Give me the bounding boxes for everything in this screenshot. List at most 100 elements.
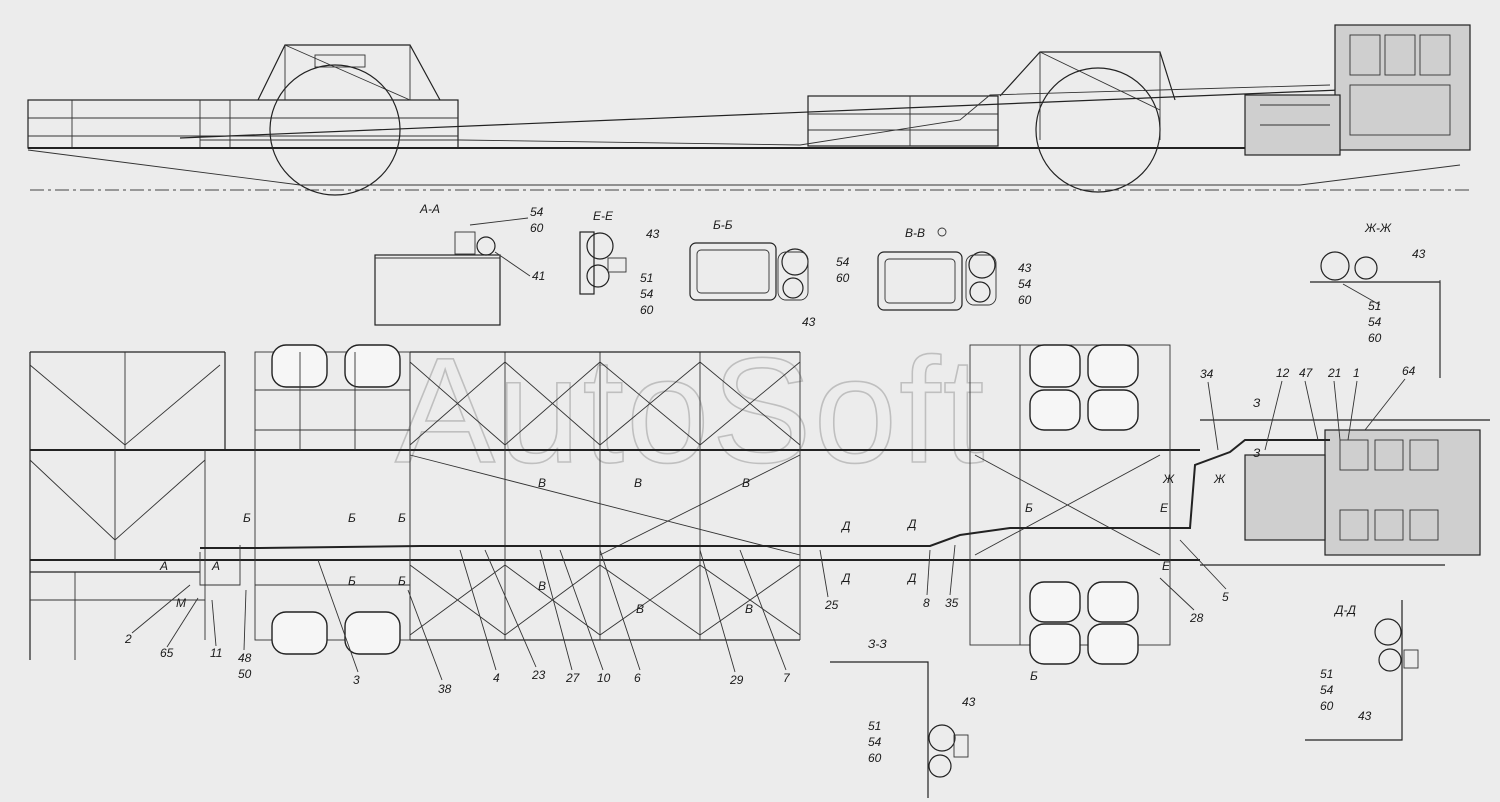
cut-mark-label: Д xyxy=(840,519,851,533)
section-zz-title: З-З xyxy=(868,637,887,651)
label: 60 xyxy=(1320,699,1334,713)
cut-mark-label: Е xyxy=(1160,501,1169,515)
cut-mark-label: Б xyxy=(398,511,406,525)
cut-mark-label: В xyxy=(636,602,644,616)
section-zz: З-З 51 54 60 43 xyxy=(830,637,976,798)
label: 54 xyxy=(868,735,882,749)
label: 43 xyxy=(962,695,976,709)
callout-label: 1 xyxy=(1353,366,1360,380)
rear-frame xyxy=(807,95,999,147)
section-bb-title: Б-Б xyxy=(713,218,733,232)
callout-label: 50 xyxy=(238,667,252,681)
label: 60 xyxy=(640,303,654,317)
callouts: 2 65 11 48 50 3 38 4 23 27 10 6 29 7 25 … xyxy=(124,364,1416,696)
section-vv-title: В-В xyxy=(905,226,925,240)
section-dd: Д-Д 51 54 60 43 xyxy=(1305,600,1419,741)
cut-mark-label: А xyxy=(211,559,220,573)
label: 43 xyxy=(802,315,816,329)
cut-mark-label: А xyxy=(159,559,168,573)
label: 54 xyxy=(1018,277,1032,291)
callout-label: 25 xyxy=(824,598,839,612)
callout-label: 4 xyxy=(493,671,500,685)
callout-label: 7 xyxy=(783,671,791,685)
cut-mark-label: Д xyxy=(906,571,917,585)
cut-mark-label: В xyxy=(538,476,546,490)
callout-label: 27 xyxy=(565,671,581,685)
rear-wheel xyxy=(1035,67,1161,193)
label: 43 xyxy=(1412,247,1426,261)
cut-mark-label: Б xyxy=(1025,501,1033,515)
label: 54 xyxy=(530,205,544,219)
callout-label: 8 xyxy=(923,596,930,610)
cut-mark-label: Б xyxy=(243,511,251,525)
callout-label: 2 xyxy=(124,632,132,646)
callout-label: 21 xyxy=(1327,366,1341,380)
cut-mark-label: Ж xyxy=(1213,472,1226,486)
cut-mark-label: З xyxy=(1253,446,1261,460)
label: 43 xyxy=(1018,261,1032,275)
cut-mark-label: Е xyxy=(1162,559,1171,573)
callout-label: 29 xyxy=(729,673,744,687)
section-ee: Е-Е 43 51 54 60 xyxy=(579,209,660,317)
engine-top xyxy=(1200,280,1490,566)
cut-mark-label: М xyxy=(176,596,186,610)
label: 51 xyxy=(1320,667,1333,681)
callout-label: 23 xyxy=(531,668,546,682)
label: 60 xyxy=(1018,293,1032,307)
label: 54 xyxy=(1320,683,1334,697)
cut-mark-label: В xyxy=(742,476,750,490)
label: 43 xyxy=(1358,709,1372,723)
section-bb: Б-Б 54 60 43 xyxy=(689,218,850,329)
callout-label: 12 xyxy=(1276,366,1290,380)
engine-side xyxy=(1244,24,1471,156)
section-ee-title: Е-Е xyxy=(593,209,614,223)
label: 54 xyxy=(640,287,654,301)
rear-axle xyxy=(969,344,1171,665)
side-view xyxy=(27,24,1471,196)
watermark: AutoSoft xyxy=(395,326,986,494)
label: 41 xyxy=(532,269,545,283)
section-zhzh-title: Ж-Ж xyxy=(1364,221,1392,235)
section-dd-title: Д-Д xyxy=(1333,603,1356,617)
callout-label: 11 xyxy=(210,646,222,660)
cut-mark-label: В xyxy=(634,476,642,490)
label: 51 xyxy=(1368,299,1381,313)
cut-mark-label: Д xyxy=(906,517,917,531)
callout-label: 48 xyxy=(238,651,252,665)
front-frame xyxy=(27,99,459,149)
top-view xyxy=(29,280,1490,665)
cut-mark-label: Б xyxy=(348,511,356,525)
label: 54 xyxy=(1368,315,1382,329)
callout-label: 65 xyxy=(160,646,174,660)
label: 60 xyxy=(836,271,850,285)
callout-label: 34 xyxy=(1200,367,1214,381)
section-zhzh: Ж-Ж 43 51 54 60 xyxy=(1310,221,1441,378)
callout-label: 3 xyxy=(353,673,360,687)
cut-marks: А А М Б Б Б Б Б В В В В В В Д Д Д Д Б Б … xyxy=(159,396,1261,683)
label: 60 xyxy=(530,221,544,235)
cut-mark-label: Б xyxy=(398,574,406,588)
cut-mark-label: Б xyxy=(1030,669,1038,683)
label: 60 xyxy=(868,751,882,765)
callout-label: 64 xyxy=(1402,364,1416,378)
label: 51 xyxy=(640,271,653,285)
front-wheel xyxy=(269,64,401,196)
cut-mark-label: З xyxy=(1253,396,1261,410)
label: 54 xyxy=(836,255,850,269)
callout-label: 47 xyxy=(1299,366,1314,380)
front-axle xyxy=(254,344,411,655)
label: 60 xyxy=(1368,331,1382,345)
section-vv: В-В 43 54 60 xyxy=(877,226,1032,311)
label: 43 xyxy=(646,227,660,241)
label: 51 xyxy=(868,719,881,733)
callout-label: 6 xyxy=(634,671,641,685)
section-aa: А-А 54 60 41 xyxy=(374,202,545,326)
callout-label: 5 xyxy=(1222,590,1229,604)
section-aa-title: А-А xyxy=(419,202,440,216)
callout-label: 28 xyxy=(1189,611,1204,625)
cut-mark-label: Б xyxy=(348,574,356,588)
cut-mark-label: В xyxy=(745,602,753,616)
cut-mark-label: В xyxy=(538,579,546,593)
leader-lines xyxy=(131,378,1406,681)
